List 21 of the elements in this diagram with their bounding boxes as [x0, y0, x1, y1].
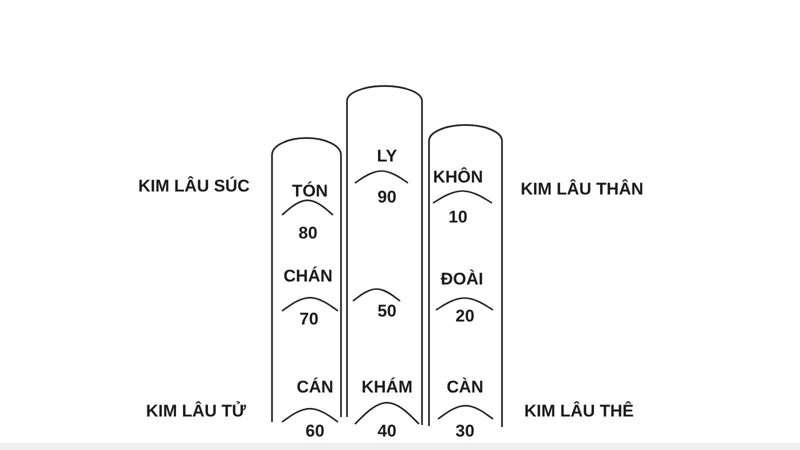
palace-label: KHÁM [362, 378, 412, 398]
number-label: 20 [456, 308, 474, 326]
side-label: KIM LÂU SÚC [138, 178, 250, 196]
number-label: 90 [378, 188, 396, 208]
number-label: 60 [306, 422, 324, 442]
palace-label: CÁN [296, 378, 334, 398]
number-label: 30 [456, 422, 474, 442]
palace-label: TÓN [292, 182, 328, 202]
side-label: KIM LÂU TỬ [146, 402, 246, 422]
number-label: 40 [378, 422, 396, 442]
palace-label: ĐOÀI [440, 270, 484, 290]
side-label: KIM LÂU THÊ [524, 402, 634, 422]
side-label: KIM LÂU THÂN [520, 180, 644, 200]
palace-label: KHÔN [432, 168, 484, 188]
palace-label: CHÁN [283, 268, 333, 286]
number-label: 80 [298, 224, 318, 244]
number-label: 70 [300, 310, 318, 330]
number-label: 10 [448, 208, 468, 228]
palace-label: LY [376, 148, 398, 166]
palace-label: CÀN [446, 378, 484, 398]
number-label: 50 [378, 302, 396, 322]
